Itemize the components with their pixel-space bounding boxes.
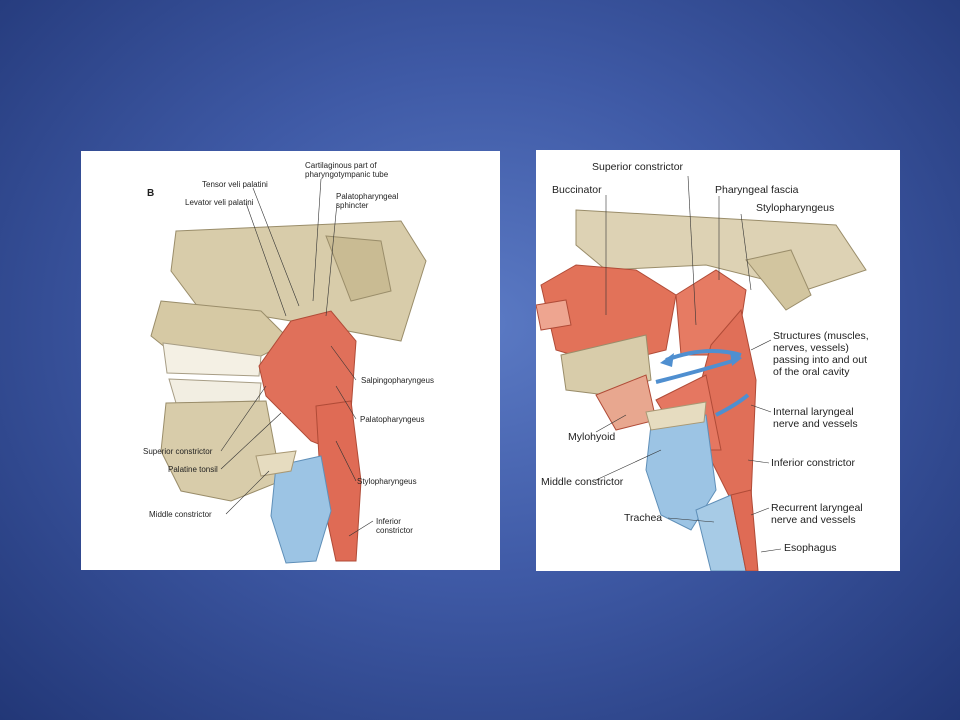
label-superior-constrictor: Superior constrictor <box>143 447 213 456</box>
right-illustration <box>536 175 867 571</box>
left-anatomy-figure: B Cartilaginous part of pharyngotympanic… <box>81 151 500 570</box>
label-pharyngeal-fascia: Pharyngeal fascia <box>715 184 799 196</box>
label-cartilaginous-tube: Cartilaginous part of pharyngotympanic t… <box>305 161 389 180</box>
figure-letter: B <box>147 188 155 199</box>
label-structures: Structures (muscles, nerves, vessels) pa… <box>773 330 869 379</box>
label-palatopharyngeal-sphincter: Palatopharyngeal sphincter <box>336 192 399 211</box>
label-inferior-constrictor: Inferior constrictor <box>376 517 413 536</box>
label-stylopharyngeus: Stylopharyngeus <box>357 477 417 486</box>
right-anatomy-figure: Superior constrictor Buccinator Pharynge… <box>536 150 900 571</box>
label-stylopharyngeus: Stylopharyngeus <box>756 202 835 214</box>
label-recurrent-laryngeal: Recurrent laryngeal nerve and vessels <box>771 502 863 527</box>
label-esophagus: Esophagus <box>784 542 837 554</box>
label-buccinator: Buccinator <box>552 184 602 196</box>
label-internal-laryngeal: Internal laryngeal nerve and vessels <box>773 406 858 431</box>
label-superior-constrictor: Superior constrictor <box>592 161 684 173</box>
label-trachea: Trachea <box>624 512 663 524</box>
label-inferior-constrictor: Inferior constrictor <box>771 457 856 469</box>
label-middle-constrictor: Middle constrictor <box>541 476 624 488</box>
label-palatopharyngeus: Palatopharyngeus <box>360 415 425 424</box>
label-levator-veli-palatini: Levator veli palatini <box>185 198 254 207</box>
left-illustration <box>150 178 427 564</box>
label-palatine-tonsil: Palatine tonsil <box>168 465 218 474</box>
label-salpingopharyngeus: Salpingopharyngeus <box>361 376 434 385</box>
label-mylohyoid: Mylohyoid <box>568 431 616 443</box>
label-middle-constrictor: Middle constrictor <box>149 510 212 519</box>
label-tensor-veli-palatini: Tensor veli palatini <box>202 180 268 189</box>
